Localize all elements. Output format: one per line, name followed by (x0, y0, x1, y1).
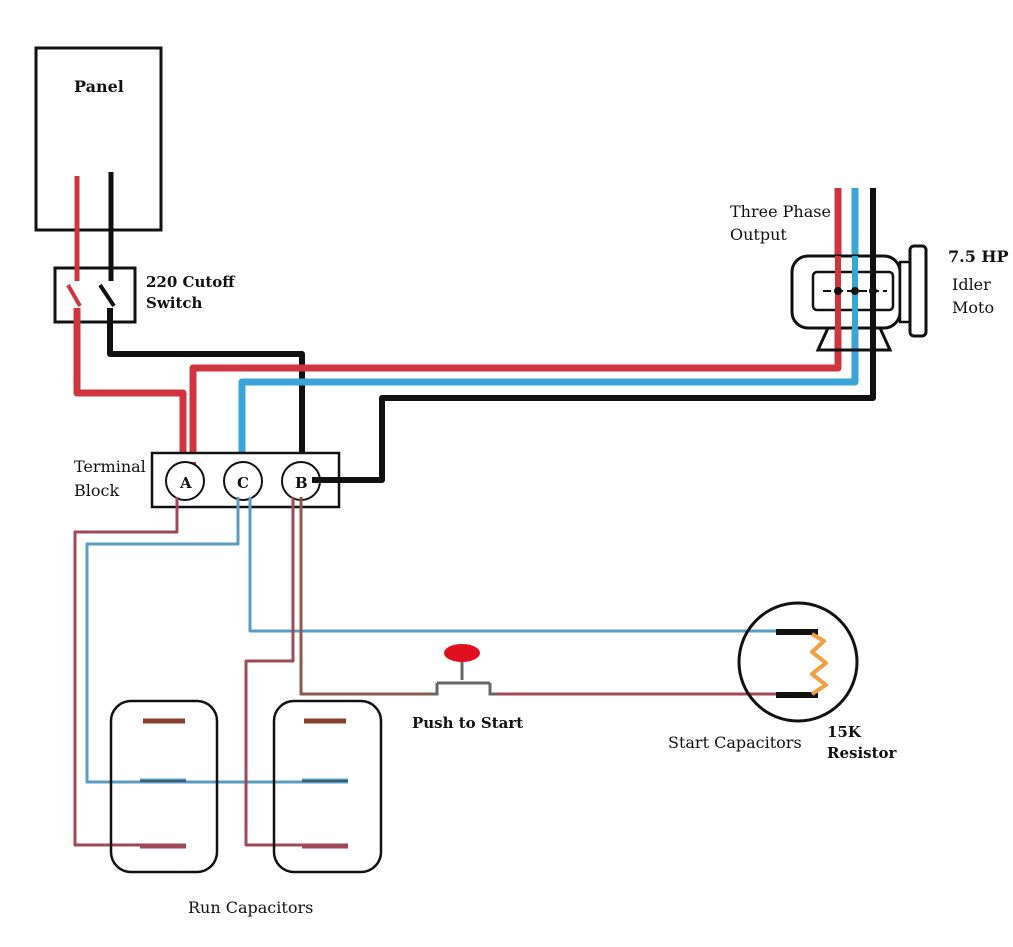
control-wires (73, 497, 812, 847)
panel-label: Panel (74, 77, 124, 96)
start-capacitors-label: Start Capacitors (668, 733, 802, 752)
terminal-block: Terminal Block A C B (74, 451, 341, 509)
terminal-b-label: B (295, 474, 308, 492)
start-capacitor: Start Capacitors 15K Resistor (668, 601, 898, 762)
idler-motor: Three Phase Output 7.5 HP Idler Moto (730, 202, 1009, 352)
resistor-zigzag (810, 632, 828, 696)
terminal-label-line1: Terminal (74, 457, 146, 476)
push-to-start-label: Push to Start (412, 714, 523, 732)
terminal-label-line2: Block (74, 481, 119, 500)
push-button: Push to Start (412, 644, 523, 732)
run-capacitor-2 (272, 699, 383, 874)
terminal-c: C (223, 461, 263, 501)
terminal-b: B (281, 461, 340, 501)
cutoff-switch: 220 Cutoff Switch (53, 172, 236, 324)
terminal-a-label: A (179, 474, 192, 492)
switch-label-line1: 220 Cutoff (146, 273, 236, 291)
switch-label-line2: Switch (146, 294, 203, 312)
run-capacitor-1 (109, 699, 219, 874)
motor-hp-label: 7.5 HP (948, 247, 1009, 266)
terminal-a: A (165, 461, 205, 501)
resistor-label-line1: 15K (827, 723, 862, 741)
output-label-line2: Output (730, 225, 787, 244)
motor-label-line2: Moto (952, 298, 994, 317)
resistor-label-line2: Resistor (827, 744, 898, 762)
output-label-line1: Three Phase (730, 202, 831, 221)
run-capacitors-label: Run Capacitors (188, 898, 313, 917)
terminal-c-label: C (237, 474, 249, 492)
motor-label-line1: Idler (952, 275, 991, 294)
button-cap (444, 644, 480, 662)
panel: Panel (34, 46, 163, 232)
